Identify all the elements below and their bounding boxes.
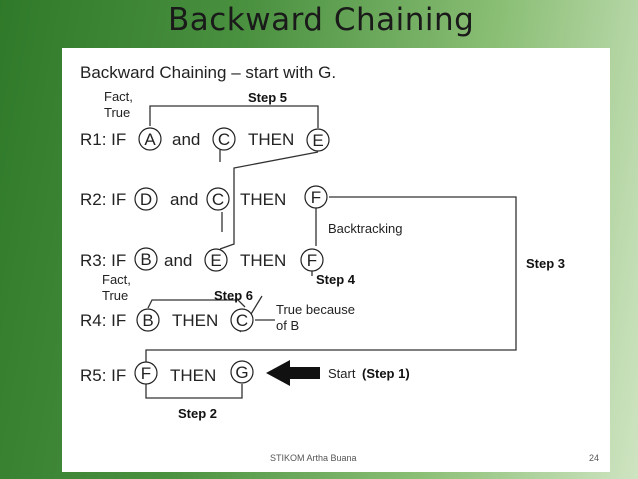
r1-label: R1: IF bbox=[80, 130, 126, 149]
r4-b-circle bbox=[136, 308, 160, 332]
start-label: Start bbox=[328, 366, 356, 381]
r2-and: and bbox=[170, 190, 198, 209]
r1-e-text: E bbox=[312, 131, 323, 150]
footer-text: STIKOM Artha Buana bbox=[270, 453, 357, 463]
step6-connector bbox=[147, 299, 246, 309]
r1-a-text: A bbox=[144, 130, 156, 149]
step3-label: Step 3 bbox=[526, 256, 565, 271]
r5-then: THEN bbox=[170, 366, 216, 385]
start-arrow-icon bbox=[266, 360, 320, 386]
r1-and: and bbox=[172, 130, 200, 149]
r3-label: R3: IF bbox=[80, 251, 126, 270]
r3-then: THEN bbox=[240, 251, 286, 270]
r3-and: and bbox=[164, 251, 192, 270]
step6-label: Step 6 bbox=[214, 288, 253, 303]
r3-fact-line1: Fact, bbox=[102, 272, 131, 287]
true-because-line1: True because bbox=[276, 302, 355, 317]
true-because-line2: of B bbox=[276, 318, 299, 333]
r4-label: R4: IF bbox=[80, 311, 126, 330]
r4-c-circle bbox=[230, 308, 254, 332]
step3-connector bbox=[145, 196, 517, 362]
r1-a-circle bbox=[138, 127, 162, 151]
step5-label: Step 5 bbox=[248, 90, 287, 105]
r3-e-circle bbox=[204, 248, 228, 272]
r2-label: R2: IF bbox=[80, 190, 126, 209]
r3-f-circle bbox=[300, 248, 324, 272]
r1-fact-line2: True bbox=[104, 105, 130, 120]
backtracking-label: Backtracking bbox=[328, 221, 402, 236]
r2-f-text: F bbox=[311, 188, 321, 207]
diagram-heading: Backward Chaining – start with G. bbox=[80, 63, 336, 82]
r5-g-circle bbox=[230, 360, 254, 384]
r2-c-circle bbox=[206, 187, 230, 211]
r5-f-circle bbox=[134, 361, 158, 385]
step1-label: (Step 1) bbox=[362, 366, 410, 381]
e-link bbox=[219, 151, 319, 250]
slide-title: Backward Chaining bbox=[168, 2, 475, 38]
r2-d-text: D bbox=[140, 190, 152, 209]
r2-d-circle bbox=[134, 187, 158, 211]
r1-then: THEN bbox=[248, 130, 294, 149]
r1-c-text: C bbox=[218, 130, 230, 149]
step2-connector bbox=[145, 384, 243, 399]
r4-c-text: C bbox=[236, 311, 248, 330]
r3-b-text: B bbox=[140, 250, 151, 269]
r1-fact-line1: Fact, bbox=[104, 89, 133, 104]
r3-e-text: E bbox=[210, 251, 221, 270]
r4-then: THEN bbox=[172, 311, 218, 330]
r2-c-text: C bbox=[212, 190, 224, 209]
r2-then: THEN bbox=[240, 190, 286, 209]
step5-connector bbox=[149, 105, 319, 128]
step4-label: Step 4 bbox=[316, 272, 356, 287]
r5-f-text: F bbox=[141, 364, 151, 383]
r3-fact-line2: True bbox=[102, 288, 128, 303]
r3-f-text: F bbox=[307, 251, 317, 270]
page-number: 24 bbox=[589, 453, 600, 463]
r5-label: R5: IF bbox=[80, 366, 126, 385]
r3-b-circle bbox=[134, 247, 158, 271]
r2-f-circle bbox=[304, 185, 328, 209]
step2-label: Step 2 bbox=[178, 406, 217, 421]
r4-b-text: B bbox=[142, 311, 153, 330]
r1-e-circle bbox=[306, 128, 330, 152]
r5-g-text: G bbox=[235, 363, 248, 382]
r1-c-circle bbox=[212, 127, 236, 151]
